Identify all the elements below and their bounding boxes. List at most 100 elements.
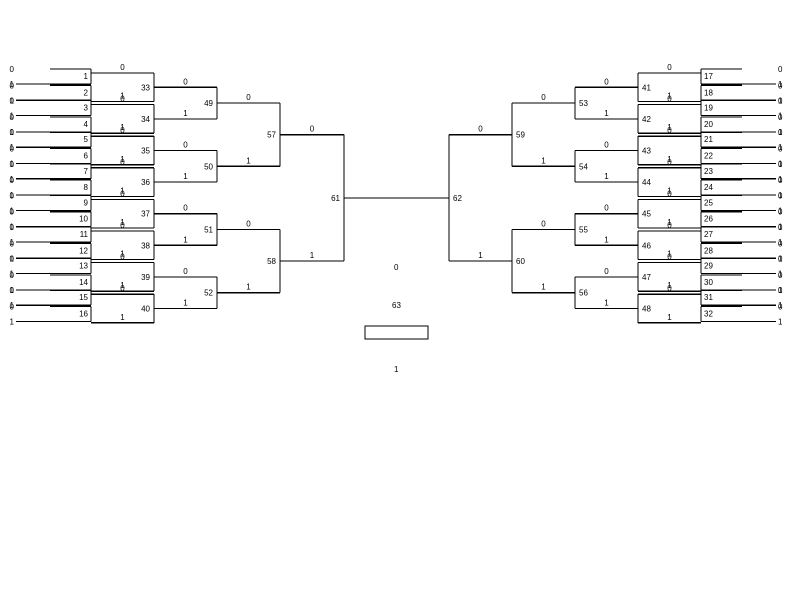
left-branch-label-1: 1 [246,283,251,292]
right-seed-marker-1: 1 [778,112,783,121]
right-seed-marker-0: 0 [778,145,783,154]
left-branch-label-0: 0 [120,253,125,262]
bracket-lines [16,68,776,324]
left-seed-marker-0: 0 [10,208,15,217]
left-seed-marker-0: 0 [10,128,15,137]
right-seed-marker-1: 1 [778,128,783,137]
right-seed-number: 21 [704,135,713,144]
right-branch-label-1: 1 [604,299,609,308]
left-branch-label-1: 1 [120,281,125,290]
right-seed-marker-0: 0 [778,81,783,90]
right-branch-label-0: 0 [667,189,672,198]
right-seed-number: 32 [704,310,713,319]
right-seed-marker-1: 1 [778,318,783,327]
right-branch-label-0: 0 [541,93,546,102]
right-seed-number: 20 [704,120,713,129]
left-seed-number: 16 [79,310,88,319]
right-match-number: 45 [642,210,651,219]
right-seed-marker-0: 0 [778,303,783,312]
final-result-box [364,325,429,340]
left-match-number: 36 [141,178,150,187]
right-branch-label-0: 0 [604,77,609,86]
left-match-number: 50 [204,162,213,171]
left-branch-label-1: 1 [310,251,315,260]
right-branch-label-0: 0 [604,204,609,213]
left-seed-number: 10 [79,215,88,224]
right-seed-marker-0: 0 [778,271,783,280]
right-branch-label-1: 1 [478,251,483,260]
left-seed-number: 3 [84,104,89,113]
left-branch-label-0: 0 [120,221,125,230]
right-match-number: 53 [579,99,588,108]
left-seed-marker-1: 1 [10,223,15,232]
final-branch-label-1: 1 [394,365,399,374]
right-seed-marker-0: 0 [778,128,783,137]
right-seed-marker-1: 1 [778,143,783,152]
right-seed-marker-0: 0 [778,255,783,264]
left-seed-marker-0: 0 [10,223,15,232]
right-branch-label-0: 0 [604,141,609,150]
right-seed-marker-0: 0 [778,113,783,122]
left-branch-label-1: 1 [120,218,125,227]
right-seed-number: 27 [704,230,713,239]
left-branch-label-0: 0 [120,95,125,104]
left-seed-number: 5 [84,135,89,144]
right-seed-marker-0: 0 [778,176,783,185]
left-branch-label-0: 0 [120,158,125,167]
right-seed-number: 17 [704,72,713,81]
left-branch-label-0: 0 [120,284,125,293]
left-branch-label-0: 0 [120,189,125,198]
left-seed-marker-1: 1 [10,238,15,247]
left-seed-marker-0: 0 [10,176,15,185]
right-seed-marker-1: 1 [778,286,783,295]
left-branch-label-1: 1 [183,235,188,244]
left-match-number: 51 [204,226,213,235]
left-seed-marker-0: 0 [10,255,15,264]
left-branch-label-1: 1 [120,92,125,101]
right-seed-marker-1: 1 [778,206,783,215]
left-branch-label-0: 0 [246,93,251,102]
right-branch-label-1: 1 [667,186,672,195]
right-branch-label-0: 0 [667,95,672,104]
left-branch-label-1: 1 [246,156,251,165]
left-seed-marker-1: 1 [10,301,15,310]
left-seed-number: 7 [84,167,89,176]
right-seed-marker-0: 0 [778,160,783,169]
right-seed-number: 28 [704,246,713,255]
left-match-number: 58 [267,257,276,266]
right-seed-marker-1: 1 [778,238,783,247]
right-branch-label-1: 1 [667,313,672,322]
right-branch-label-0: 0 [667,221,672,230]
right-seed-marker-0: 0 [778,223,783,232]
right-seed-number: 26 [704,215,713,224]
right-match-number: 60 [516,257,525,266]
left-seed-marker-1: 1 [10,175,15,184]
left-seed-number: 4 [84,120,89,129]
left-seed-marker-0: 0 [10,303,15,312]
right-seed-marker-1: 1 [778,270,783,279]
right-seed-marker-0: 0 [778,65,783,74]
left-branch-label-1: 1 [120,313,125,322]
right-seed-marker-0: 0 [778,208,783,217]
right-branch-label-0: 0 [667,158,672,167]
right-seed-number: 29 [704,262,713,271]
right-branch-label-0: 0 [667,63,672,72]
right-seed-marker-1: 1 [778,223,783,232]
left-seed-marker-1: 1 [10,270,15,279]
right-match-number: 59 [516,131,525,140]
left-match-number: 61 [331,194,340,203]
right-seed-marker-1: 1 [778,96,783,105]
left-seed-number: 9 [84,198,89,207]
right-match-number: 54 [579,162,588,171]
left-seed-marker-1: 1 [10,254,15,263]
bracket-labels: 0110120130140150160170180190110011101120… [10,63,783,327]
left-branch-label-0: 0 [183,77,188,86]
right-branch-label-0: 0 [667,126,672,135]
right-branch-label-1: 1 [667,123,672,132]
right-seed-marker-0: 0 [778,191,783,200]
right-match-number: 56 [579,289,588,298]
right-branch-label-1: 1 [604,109,609,118]
right-branch-label-1: 1 [667,281,672,290]
left-seed-number: 11 [80,230,89,239]
right-seed-number: 30 [704,278,713,287]
